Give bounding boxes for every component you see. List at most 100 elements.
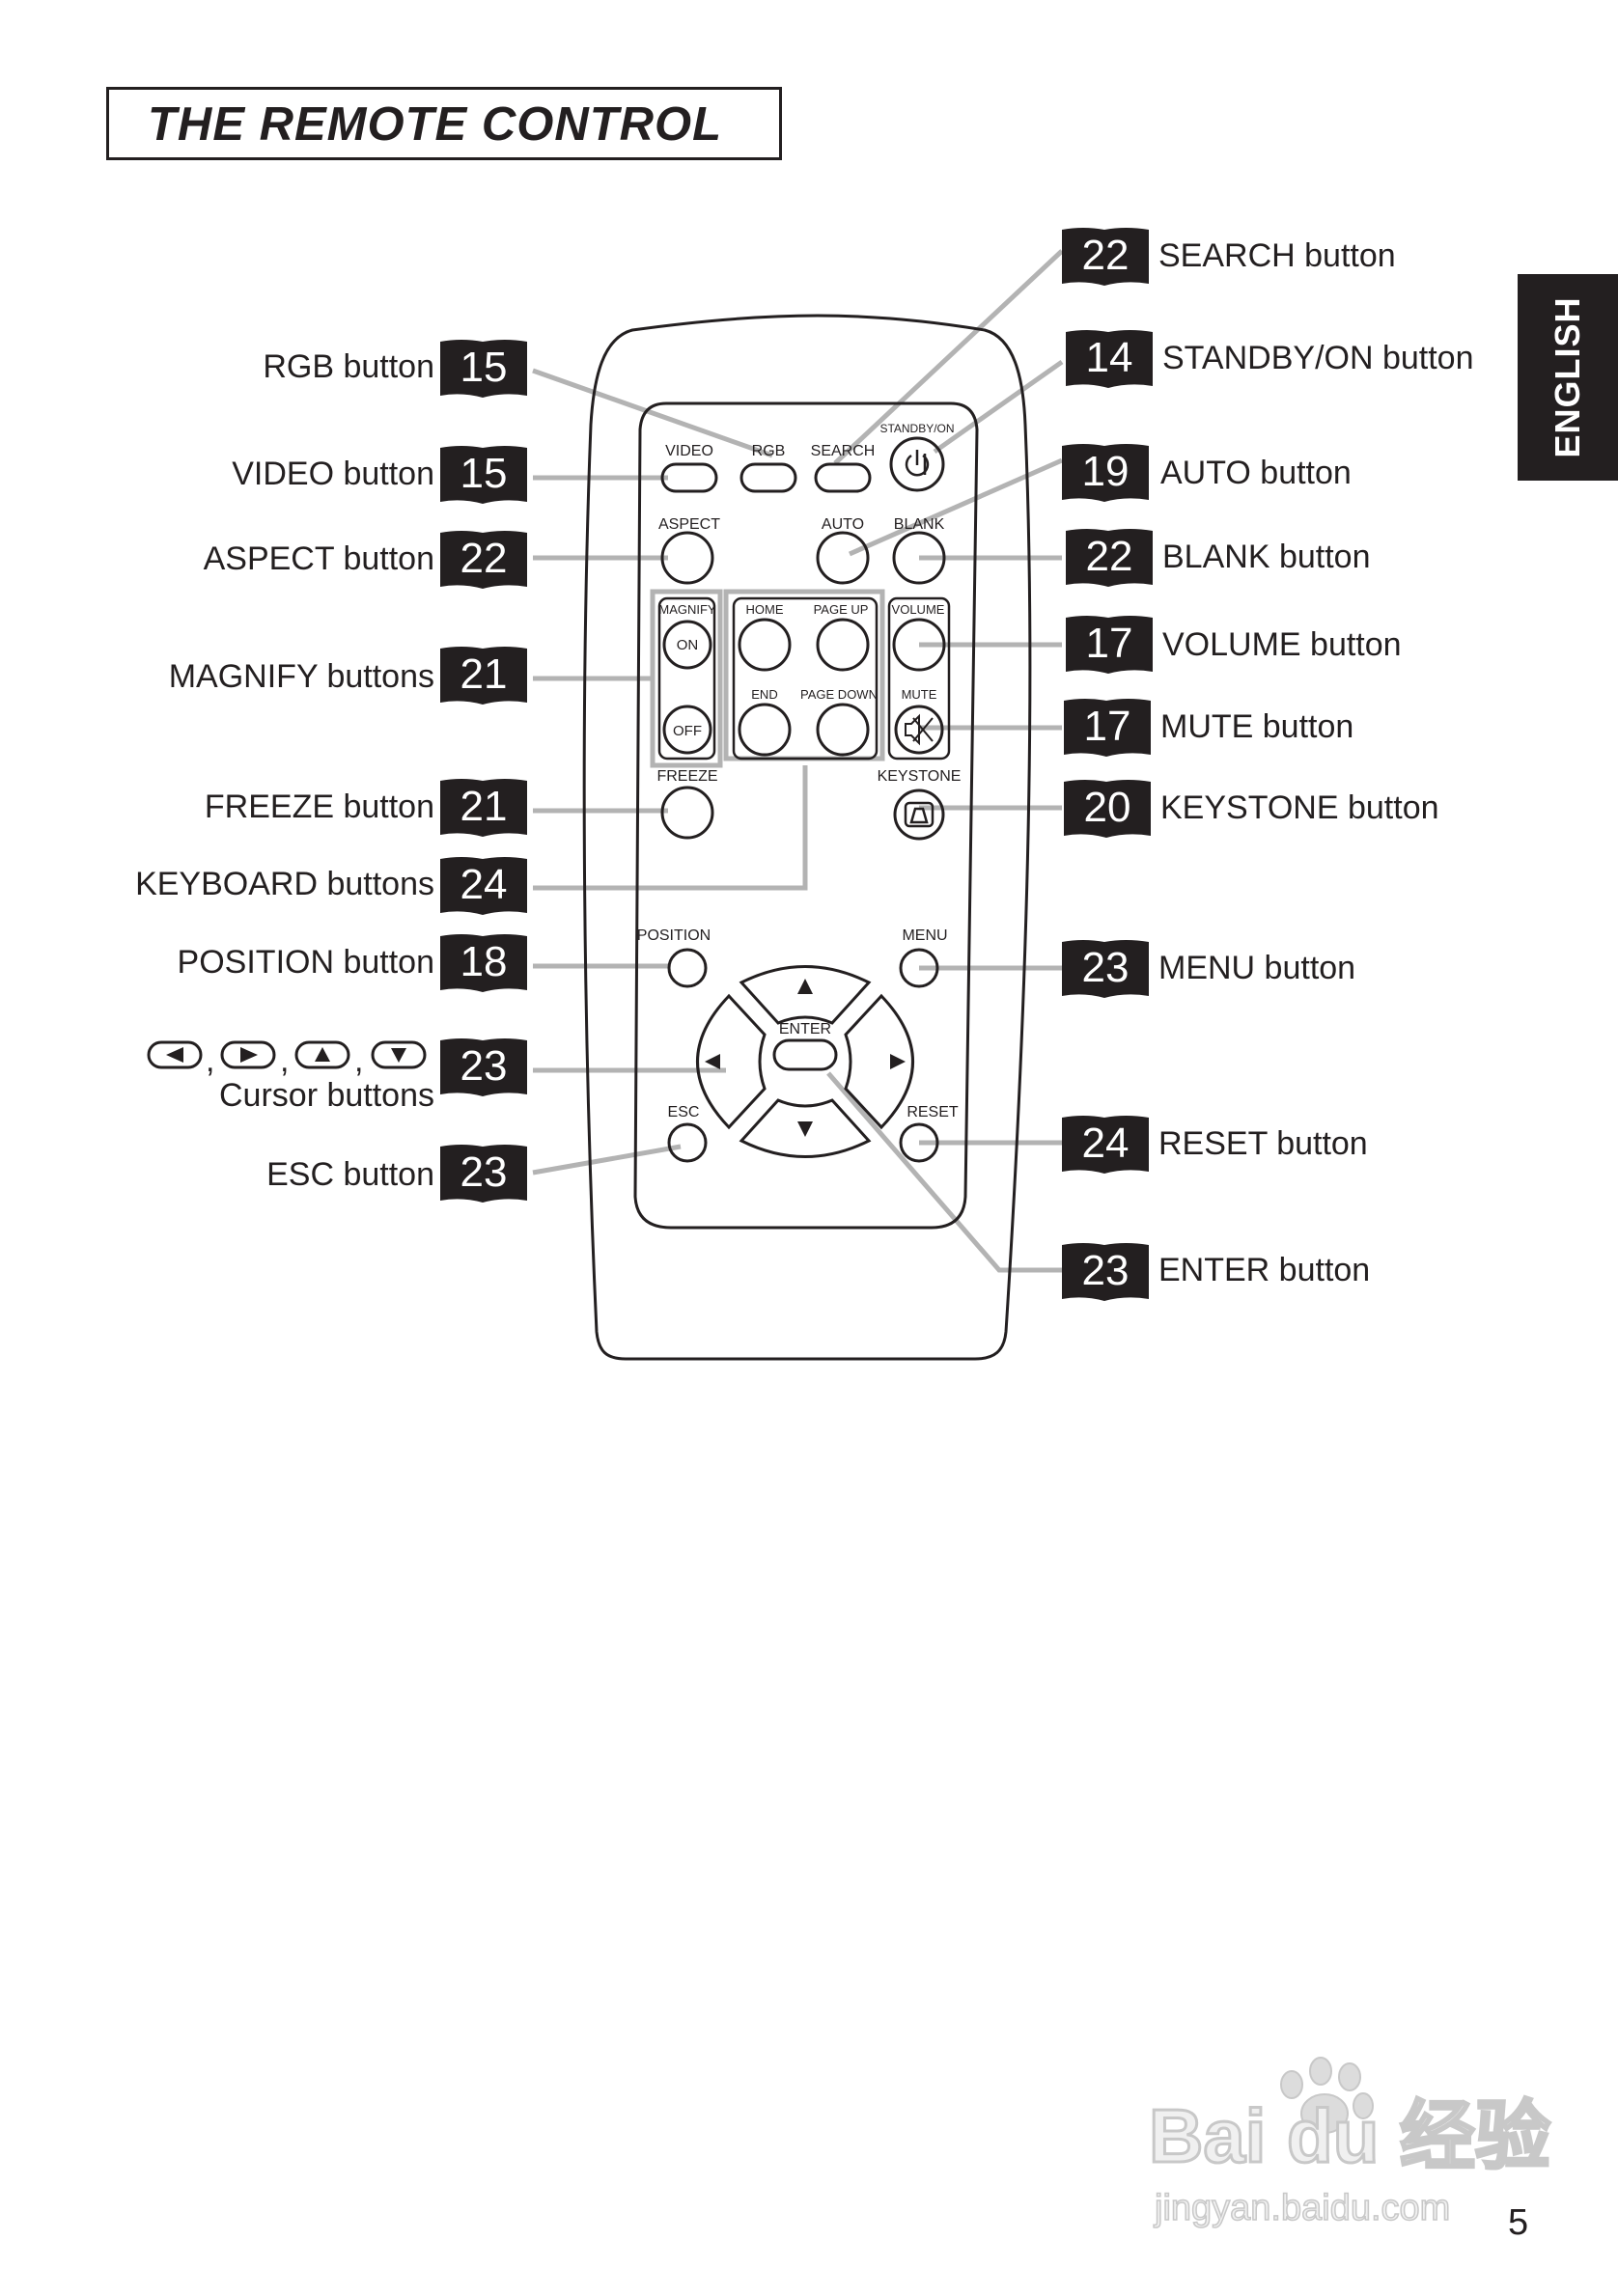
magnify-group-frame [650, 589, 723, 768]
home-button[interactable] [738, 618, 792, 672]
end-button[interactable] [738, 703, 792, 757]
cursor-left-button[interactable] [696, 993, 767, 1130]
leader-standby [933, 359, 1064, 455]
mute-button[interactable] [894, 705, 944, 755]
page-badge: 19 [1062, 444, 1149, 502]
page-badge-number: 18 [460, 938, 508, 985]
label-home: HOME [746, 602, 784, 617]
label-freeze: FREEZE [656, 768, 717, 785]
callout-volume-label: VOLUME button [1162, 626, 1402, 663]
callout-menu-label: MENU button [1158, 950, 1355, 986]
page-badge-number: 22 [1082, 232, 1130, 279]
callout-video-label: VIDEO button [232, 456, 434, 492]
page-badge: 23 [440, 1038, 527, 1096]
arrow-right-icon [890, 1054, 906, 1069]
page-badge: 22 [440, 531, 527, 589]
label-position: POSITION [637, 927, 711, 944]
glyph-separator-2: , [280, 1042, 289, 1079]
page-badge-number: 17 [1084, 703, 1131, 750]
label-page-up: PAGE UP [814, 602, 869, 617]
page-badge: 22 [1062, 228, 1149, 286]
leader-search [833, 249, 1064, 465]
cursor-glyphs [147, 1040, 427, 1069]
cursor-right-button[interactable] [844, 993, 914, 1130]
freeze-button[interactable] [660, 786, 714, 840]
rgb-button[interactable] [739, 462, 797, 493]
callout-enter-label: ENTER button [1158, 1252, 1370, 1288]
callout-magnify-label: MAGNIFY buttons [169, 658, 434, 695]
menu-button[interactable] [899, 948, 939, 988]
label-reset: RESET [907, 1104, 959, 1120]
magnify-on-button[interactable] [662, 620, 712, 670]
page-up-button[interactable] [816, 618, 870, 672]
cursor-down-button[interactable] [739, 1098, 872, 1158]
page-badge-number: 21 [460, 783, 508, 830]
blank-button[interactable] [892, 531, 946, 585]
magnify-off-button[interactable] [662, 705, 712, 755]
page-badge-number: 23 [1082, 944, 1130, 991]
reset-button[interactable] [899, 1122, 939, 1163]
label-esc: ESC [668, 1104, 700, 1120]
label-off: OFF [673, 723, 702, 739]
page-badge-number: 19 [1082, 448, 1130, 495]
esc-button[interactable] [667, 1122, 708, 1163]
page-badge-number: 23 [1082, 1247, 1130, 1294]
aspect-button[interactable] [660, 531, 714, 585]
page-badge-number: 15 [460, 450, 508, 497]
page-badge-number: 22 [460, 535, 508, 582]
page-badge: 17 [1064, 699, 1151, 757]
page-badge: 23 [440, 1145, 527, 1203]
page-badge: 24 [440, 857, 527, 915]
cursor-up-button[interactable] [739, 965, 872, 1025]
page-title-box: THE REMOTE CONTROL [106, 87, 782, 160]
page-badge: 21 [440, 779, 527, 837]
callout-freeze-label: FREEZE button [205, 788, 434, 825]
auto-button[interactable] [816, 531, 870, 585]
video-button[interactable] [660, 462, 718, 493]
enter-button[interactable] [772, 1038, 838, 1071]
page-badge-number: 22 [1086, 533, 1133, 580]
remote-body [582, 314, 1032, 1361]
keystone-button[interactable] [893, 788, 945, 841]
volume-group-outline [887, 596, 951, 761]
callout-mute-label: MUTE button [1160, 708, 1353, 745]
glyph-right-icon [220, 1040, 276, 1069]
callout-auto-label: AUTO button [1160, 455, 1352, 491]
page-number: 5 [1508, 2202, 1529, 2243]
callout-cursor-label: Cursor buttons [219, 1077, 434, 1114]
standby-button[interactable] [889, 436, 945, 492]
watermark-brand: Bai du 经验 [1149, 2093, 1550, 2178]
leader-keyboard [533, 765, 808, 891]
page-badge: 17 [1066, 616, 1153, 674]
glyph-up-icon [294, 1040, 350, 1069]
page-badge-number: 23 [460, 1042, 508, 1090]
label-menu: MENU [902, 927, 947, 944]
page-title: THE REMOTE CONTROL [148, 98, 723, 151]
label-search: SEARCH [811, 443, 876, 459]
label-video: VIDEO [665, 443, 713, 459]
callout-esc-label: ESC button [266, 1156, 434, 1193]
volume-button[interactable] [892, 618, 946, 672]
label-on: ON [677, 637, 699, 653]
mute-icon [905, 713, 934, 746]
right-page-badges: 22 14 19 22 17 17 [1062, 228, 1153, 1301]
callout-blank-label: BLANK button [1162, 539, 1370, 575]
keystone-icon [904, 801, 935, 828]
page-badge: 24 [1062, 1116, 1149, 1174]
label-enter: ENTER [779, 1021, 831, 1037]
page-badge-number: 15 [460, 344, 508, 391]
callout-reset-label: RESET button [1158, 1125, 1368, 1162]
page-badge-number: 14 [1086, 334, 1133, 381]
position-button[interactable] [667, 948, 708, 988]
page-badge-number: 24 [460, 861, 508, 908]
callout-keystone-label: KEYSTONE button [1160, 789, 1439, 826]
page-down-button[interactable] [816, 703, 870, 757]
page-badge: 15 [440, 340, 527, 398]
label-magnify: MAGNIFY [658, 602, 716, 617]
glyph-right-arrow-icon [240, 1047, 258, 1063]
label-standby: STANDBY/ON [879, 422, 954, 435]
label-keystone: KEYSTONE [878, 768, 962, 785]
search-button[interactable] [814, 462, 872, 493]
callout-keyboard-label: KEYBOARD buttons [135, 866, 434, 902]
